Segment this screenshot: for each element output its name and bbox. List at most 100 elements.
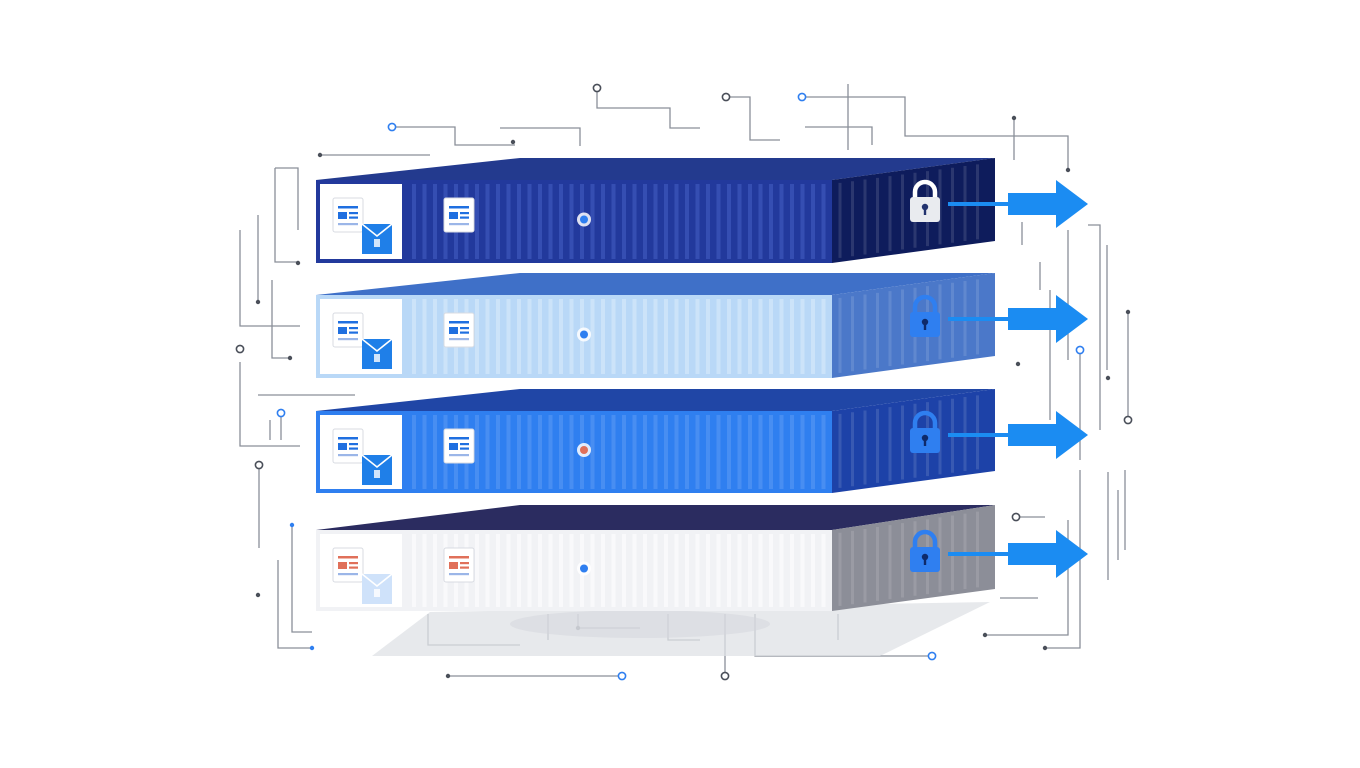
- circuit-trace: [985, 520, 1069, 636]
- layer-rib: [433, 299, 437, 374]
- circuit-node: [255, 592, 261, 598]
- document-icon-line: [338, 223, 358, 226]
- layer-rib: [727, 534, 731, 607]
- layer-rib: [758, 299, 763, 374]
- layer-rib: [527, 299, 532, 374]
- file-icon-line: [460, 443, 469, 446]
- circuit-trace: [271, 280, 290, 359]
- document-icon-line: [338, 321, 358, 324]
- layer-rib: [779, 184, 784, 259]
- folder-icon-flap: [361, 573, 393, 588]
- lock-icon-shackle: [912, 529, 938, 548]
- circuit-node: [254, 460, 264, 470]
- layer-rib: [706, 415, 710, 489]
- layer-rib: [506, 184, 511, 259]
- layer-rib: [800, 184, 805, 259]
- document-icon-block: [338, 327, 347, 334]
- folder-icon-flap: [361, 338, 393, 353]
- lock-icon-shackle: [912, 410, 938, 429]
- document-icon-line: [338, 573, 358, 576]
- layer-rib: [695, 415, 700, 489]
- circuit-trace: [239, 230, 300, 327]
- layer-rib: [601, 534, 605, 607]
- layer-rib: [433, 415, 437, 489]
- document-icon-line: [349, 212, 358, 215]
- folder-icon-tag: [374, 470, 380, 478]
- layer-rib: [779, 415, 784, 489]
- storage-layers: [316, 158, 1088, 611]
- circuit-node: [1011, 512, 1021, 522]
- circuit-node: [927, 651, 937, 661]
- layer-rib: [422, 534, 427, 607]
- circuit-node: [592, 83, 602, 93]
- document-icon-line: [338, 338, 358, 341]
- layer-rib: [538, 299, 542, 374]
- layer-rib: [790, 534, 794, 607]
- layer-rib: [737, 299, 742, 374]
- layer-rib: [769, 184, 773, 259]
- circuit-trace: [805, 126, 873, 145]
- layer-rib: [769, 299, 773, 374]
- circuit-node: [1105, 375, 1111, 381]
- lock-icon-keyslot: [923, 323, 927, 330]
- document-icon-block: [338, 443, 347, 450]
- layer-rib: [748, 299, 752, 374]
- circuit-node: [797, 92, 807, 102]
- document-icon-line: [349, 443, 358, 446]
- layer-rib: [527, 184, 532, 259]
- layer-rib: [685, 415, 689, 489]
- layer-rib: [769, 534, 773, 607]
- file-icon-block: [449, 562, 458, 569]
- circuit-trace: [277, 560, 312, 649]
- layer-rib: [653, 184, 658, 259]
- file-icon-block: [449, 443, 458, 450]
- file-icon: [443, 312, 475, 348]
- layer-rib: [433, 534, 437, 607]
- file-icon-line: [449, 437, 469, 440]
- layer-rib: [569, 534, 574, 607]
- arrow-right-icon: [1008, 180, 1088, 228]
- layer-rib: [506, 534, 511, 607]
- layer-rib: [527, 534, 532, 607]
- file-icon-line: [449, 338, 469, 341]
- file-icon-line: [460, 327, 469, 330]
- circuit-trace: [596, 88, 700, 129]
- layer-rib: [664, 415, 668, 489]
- layer-rib: [790, 415, 794, 489]
- layer-rib: [611, 534, 616, 607]
- layer-rib: [601, 184, 605, 259]
- document-icon-line: [338, 206, 358, 209]
- document-icon-line: [349, 216, 358, 219]
- layer-rib: [758, 534, 763, 607]
- file-icon-line: [460, 447, 469, 450]
- status-badge-dot: [580, 446, 588, 454]
- layer-rib: [517, 534, 521, 607]
- storage-layer-1: [316, 158, 1088, 263]
- file-icon-line: [449, 223, 469, 226]
- circuit-node: [510, 139, 516, 145]
- circuit-node: [982, 632, 988, 638]
- layer-rib: [611, 184, 616, 259]
- layer-rib: [811, 184, 815, 259]
- layer-rib: [601, 299, 605, 374]
- layer-rib: [685, 184, 689, 259]
- layer-rib: [643, 415, 647, 489]
- circuit-node: [617, 671, 627, 681]
- file-icon-line: [460, 331, 469, 334]
- layer-rib: [622, 184, 626, 259]
- layer-rib: [727, 299, 731, 374]
- circuit-node: [721, 92, 731, 102]
- document-icon-line: [349, 331, 358, 334]
- layer-rib: [517, 415, 521, 489]
- circuit-node: [289, 522, 295, 528]
- circuit-node: [309, 645, 315, 651]
- layer-rib: [422, 415, 427, 489]
- layer-rib: [779, 534, 784, 607]
- document-icon-line: [349, 447, 358, 450]
- layer-rib: [737, 534, 742, 607]
- document-icon: [332, 547, 364, 583]
- folder-icon-tag: [374, 354, 380, 362]
- layer-rib: [727, 184, 731, 259]
- circuit-node: [255, 299, 261, 305]
- circuit-node: [1123, 415, 1133, 425]
